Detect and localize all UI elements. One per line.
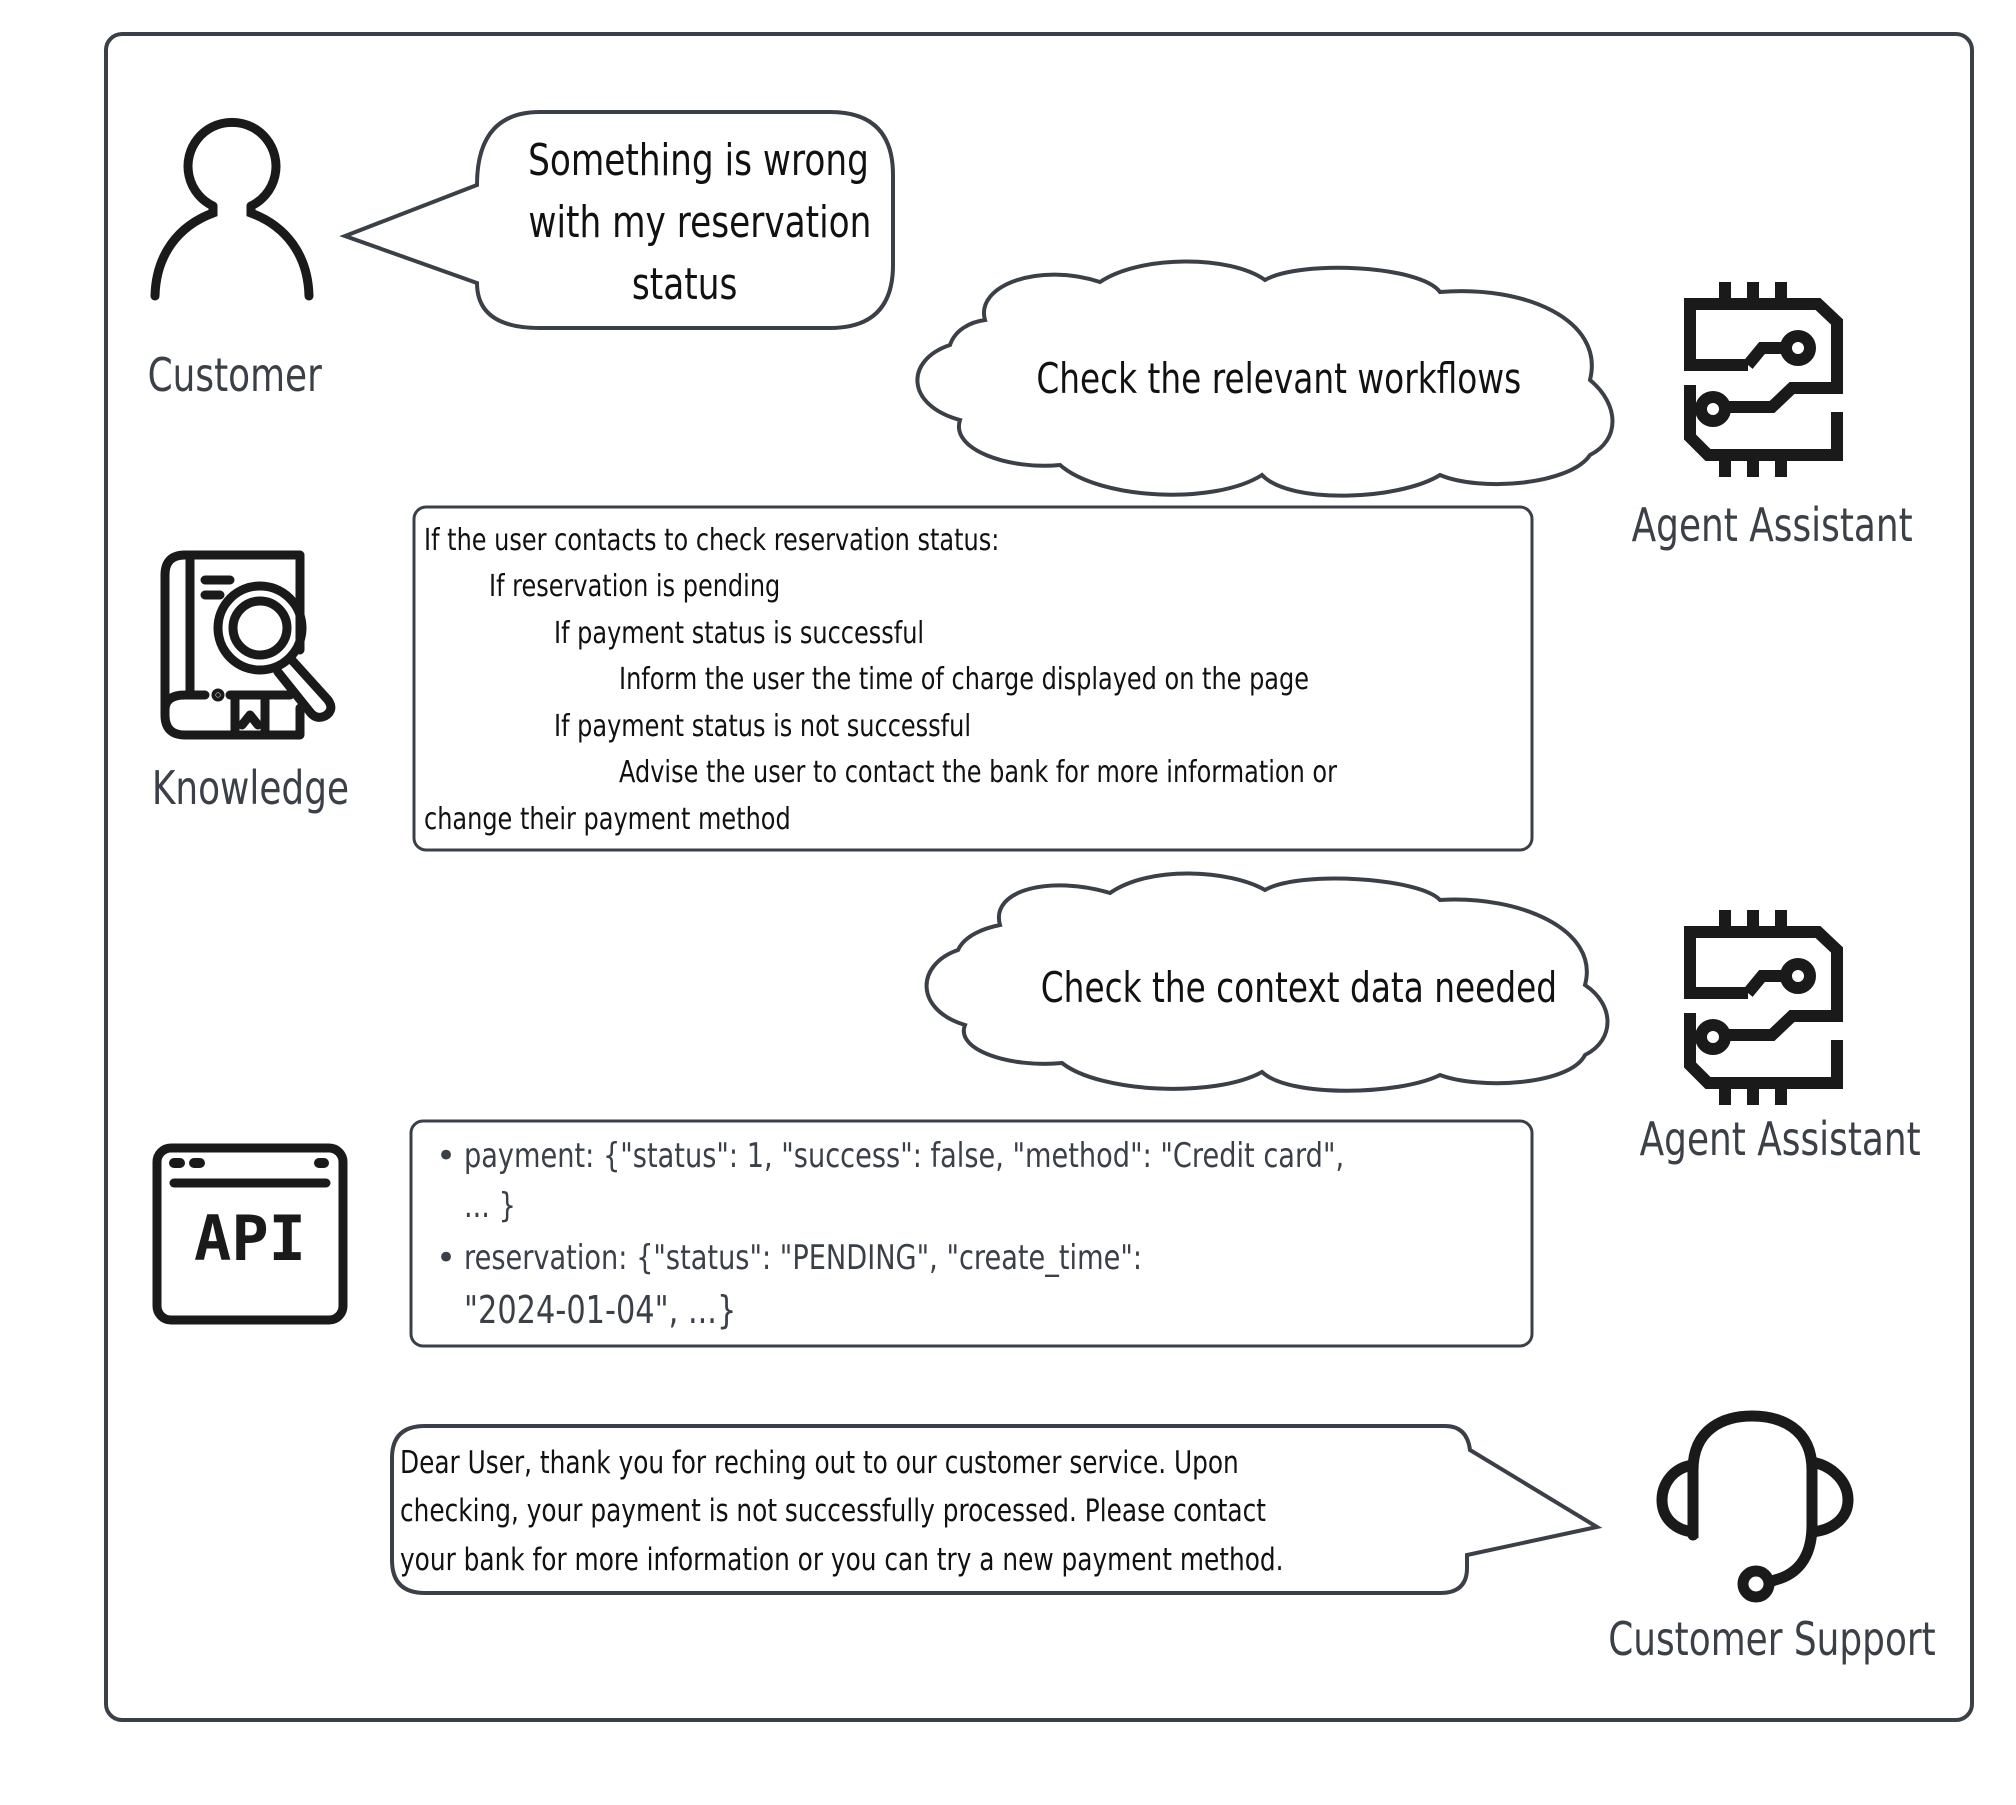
workflow-line: If the user contacts to check reservatio… bbox=[424, 526, 1143, 556]
api-item-payment-cont: ... } bbox=[464, 1189, 529, 1223]
api-window-icon bbox=[152, 1143, 348, 1325]
customer-message-line: with my reservation bbox=[528, 197, 872, 248]
workflow-line-text: change their payment method bbox=[424, 802, 791, 837]
workflow-line: If payment status is not successful bbox=[554, 712, 1075, 742]
customer-label-text: Customer bbox=[147, 348, 323, 402]
api-data-box bbox=[409, 1119, 1534, 1348]
headset-icon bbox=[1656, 1410, 1854, 1603]
agent-assistant-label-2-text: Agent Assistant bbox=[1639, 1112, 1921, 1166]
api-item-payment: payment: {"status": 1, "success": false,… bbox=[464, 1139, 1564, 1173]
api-icon-label: API bbox=[194, 1202, 306, 1275]
bullet-icon: • bbox=[436, 1136, 457, 1176]
response-line-text: Dear User, thank you for reching out to … bbox=[400, 1445, 1239, 1481]
customer-speech-bubble bbox=[339, 110, 895, 330]
agent-assistant-label-1: Agent Assistant bbox=[1562, 502, 1982, 548]
bullet-icon: • bbox=[436, 1238, 457, 1278]
customer-support-label: Customer Support bbox=[1562, 1616, 1982, 1662]
workflow-line-text: Inform the user the time of charge displ… bbox=[619, 662, 1310, 697]
workflow-line-text: If the user contacts to check reservatio… bbox=[424, 523, 1000, 558]
response-line: your bank for more information or you ca… bbox=[400, 1545, 1504, 1576]
workflow-line-text: If payment status is successful bbox=[554, 616, 925, 651]
thought-cloud-1 bbox=[915, 259, 1615, 498]
customer-label: Customer bbox=[25, 352, 445, 398]
workflow-line-text: If payment status is not successful bbox=[554, 709, 972, 744]
support-speech-bubble bbox=[390, 1424, 1603, 1595]
customer-message-line: Something is wrong bbox=[528, 135, 869, 186]
api-bullet: • bbox=[436, 1139, 456, 1173]
response-line: Dear User, thank you for reching out to … bbox=[400, 1448, 1448, 1479]
api-item-reservation: reservation: {"status": "PENDING", "crea… bbox=[464, 1241, 1312, 1275]
api-item-reservation-cont: "2024-01-04", ...} bbox=[464, 1291, 804, 1329]
customer-message-line: status bbox=[632, 259, 738, 310]
knowledge-label: Knowledge bbox=[40, 765, 460, 811]
api-bullet: • bbox=[436, 1241, 456, 1275]
response-line: checking, your payment is not successful… bbox=[400, 1496, 1482, 1527]
workflow-line: If payment status is successful bbox=[554, 619, 1017, 649]
circuit-chip-icon bbox=[1684, 910, 1843, 1105]
thought-cloud-2 bbox=[924, 871, 1610, 1093]
workflow-line: If reservation is pending bbox=[489, 572, 853, 602]
thought-2-text-span: Check the context data needed bbox=[1040, 963, 1558, 1012]
response-line-text: your bank for more information or you ca… bbox=[400, 1542, 1284, 1578]
agent-assistant-label-2: Agent Assistant bbox=[1570, 1116, 1990, 1162]
thought-2-text: Check the context data needed bbox=[968, 967, 1568, 1009]
customer-support-label-text: Customer Support bbox=[1608, 1612, 1936, 1666]
api-item-line: ... } bbox=[464, 1186, 516, 1226]
workflow-line-text: Advise the user to contact the bank for … bbox=[619, 755, 1337, 790]
agent-assistant-label-1-text: Agent Assistant bbox=[1631, 498, 1913, 552]
customer-message: Something is wrong with my reservation s… bbox=[480, 130, 890, 316]
api-icon-text: API bbox=[152, 1208, 348, 1270]
api-item-line: "2024-01-04", ...} bbox=[464, 1288, 737, 1332]
api-item-line: reservation: {"status": "PENDING", "crea… bbox=[464, 1238, 1143, 1278]
workflow-line: Inform the user the time of charge displ… bbox=[619, 665, 1482, 695]
knowledge-workflow-box bbox=[412, 505, 1534, 852]
thought-1-text: Check the relevant workflows bbox=[968, 358, 1568, 400]
workflow-line: Advise the user to contact the bank for … bbox=[619, 758, 1516, 788]
workflow-line-text: If reservation is pending bbox=[489, 569, 781, 604]
workflow-line: change their payment method bbox=[424, 805, 882, 835]
person-icon bbox=[150, 117, 314, 301]
circuit-chip-icon bbox=[1684, 282, 1843, 477]
book-search-icon bbox=[160, 550, 336, 740]
knowledge-label-text: Knowledge bbox=[151, 761, 349, 815]
response-line-text: checking, your payment is not successful… bbox=[400, 1493, 1266, 1529]
api-item-line: payment: {"status": 1, "success": false,… bbox=[464, 1136, 1345, 1176]
thought-1-text-span: Check the relevant workflows bbox=[1036, 354, 1522, 403]
